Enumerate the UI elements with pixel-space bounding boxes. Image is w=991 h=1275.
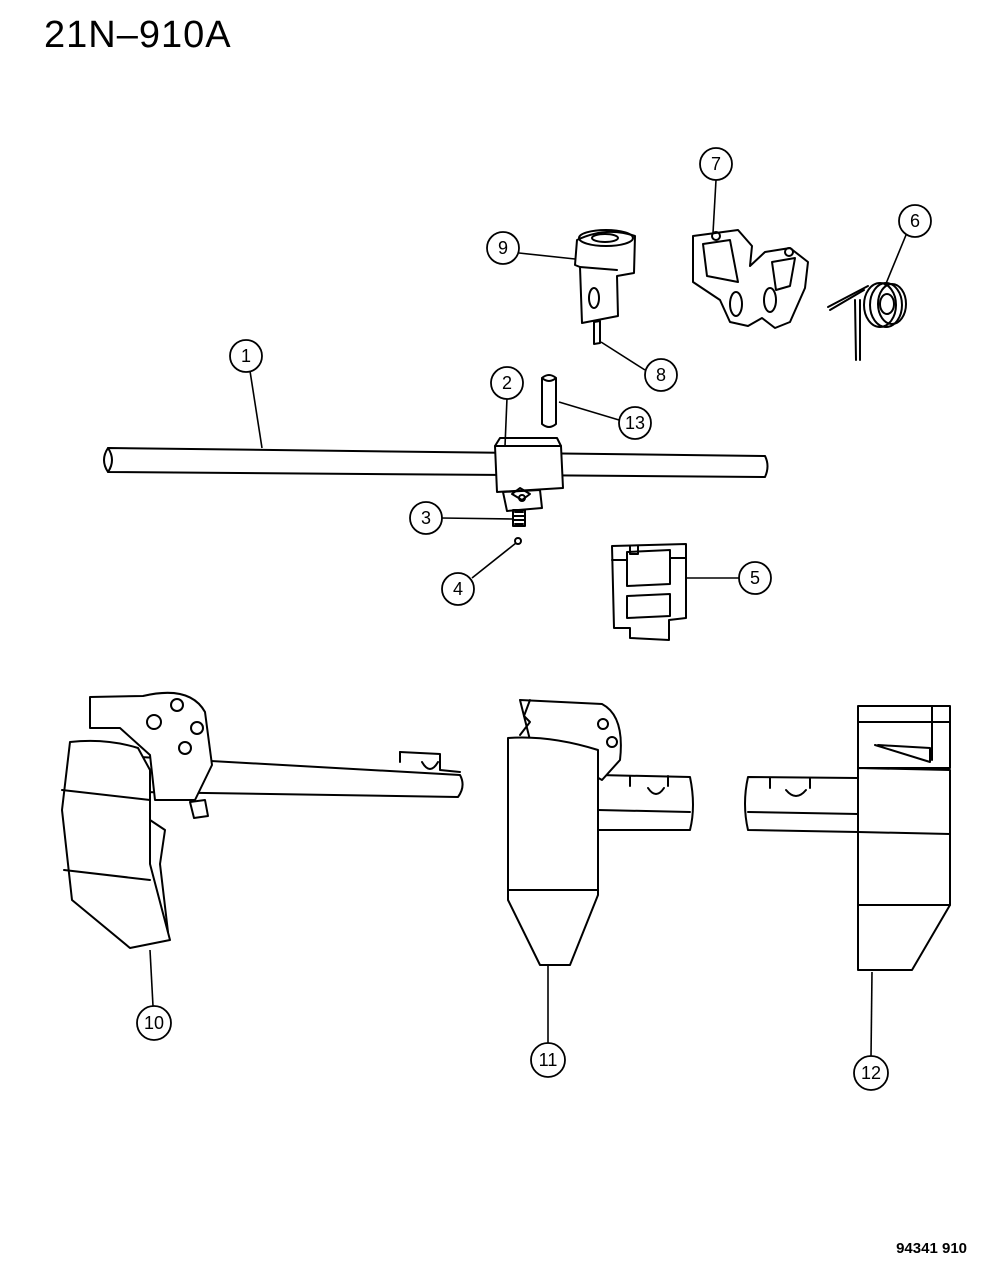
page-code: 21N–910A: [44, 14, 232, 56]
callout-13: 13: [618, 406, 652, 440]
callout-1: 1: [229, 339, 263, 373]
part-shift-fork-middle[interactable]: [507, 699, 694, 966]
svg-text:12: 12: [861, 1063, 881, 1083]
svg-text:5: 5: [750, 568, 760, 588]
callout-10: 10: [136, 1005, 172, 1041]
document-number: 94341 910: [896, 1240, 967, 1257]
callout-8: 8: [644, 358, 678, 392]
callout-5: 5: [738, 561, 772, 595]
callout-2: 2: [490, 366, 524, 400]
svg-text:2: 2: [502, 373, 512, 393]
svg-text:4: 4: [453, 579, 463, 599]
leader-lines: [149, 179, 907, 1058]
svg-text:9: 9: [498, 238, 508, 258]
svg-text:10: 10: [144, 1013, 164, 1033]
svg-text:6: 6: [910, 211, 920, 231]
part-collar-block[interactable]: [494, 437, 564, 512]
svg-text:13: 13: [625, 413, 645, 433]
svg-text:1: 1: [241, 346, 251, 366]
part-shift-fork-large[interactable]: [61, 691, 464, 949]
callout-9: 9: [486, 231, 520, 265]
callout-7: 7: [699, 147, 733, 181]
part-selector-lever[interactable]: [574, 229, 636, 324]
svg-text:8: 8: [656, 365, 666, 385]
part-spring[interactable]: [512, 509, 526, 527]
callout-3: 3: [409, 501, 443, 535]
svg-text:11: 11: [539, 1050, 558, 1070]
svg-text:7: 7: [711, 154, 721, 174]
part-shift-fork-right[interactable]: [744, 705, 951, 971]
part-detent-ball[interactable]: [514, 537, 522, 545]
svg-text:3: 3: [421, 508, 431, 528]
part-interlock-bracket[interactable]: [692, 229, 809, 329]
callout-12: 12: [853, 1055, 889, 1091]
part-roll-pin[interactable]: [541, 374, 557, 428]
part-block-bracket[interactable]: [611, 543, 687, 641]
part-lever-pin[interactable]: [593, 320, 601, 345]
callout-11: 11: [530, 1042, 566, 1078]
callout-6: 6: [898, 204, 932, 238]
callout-4: 4: [441, 572, 475, 606]
part-shift-rail[interactable]: [103, 447, 769, 478]
part-torsion-spring[interactable]: [827, 282, 907, 361]
